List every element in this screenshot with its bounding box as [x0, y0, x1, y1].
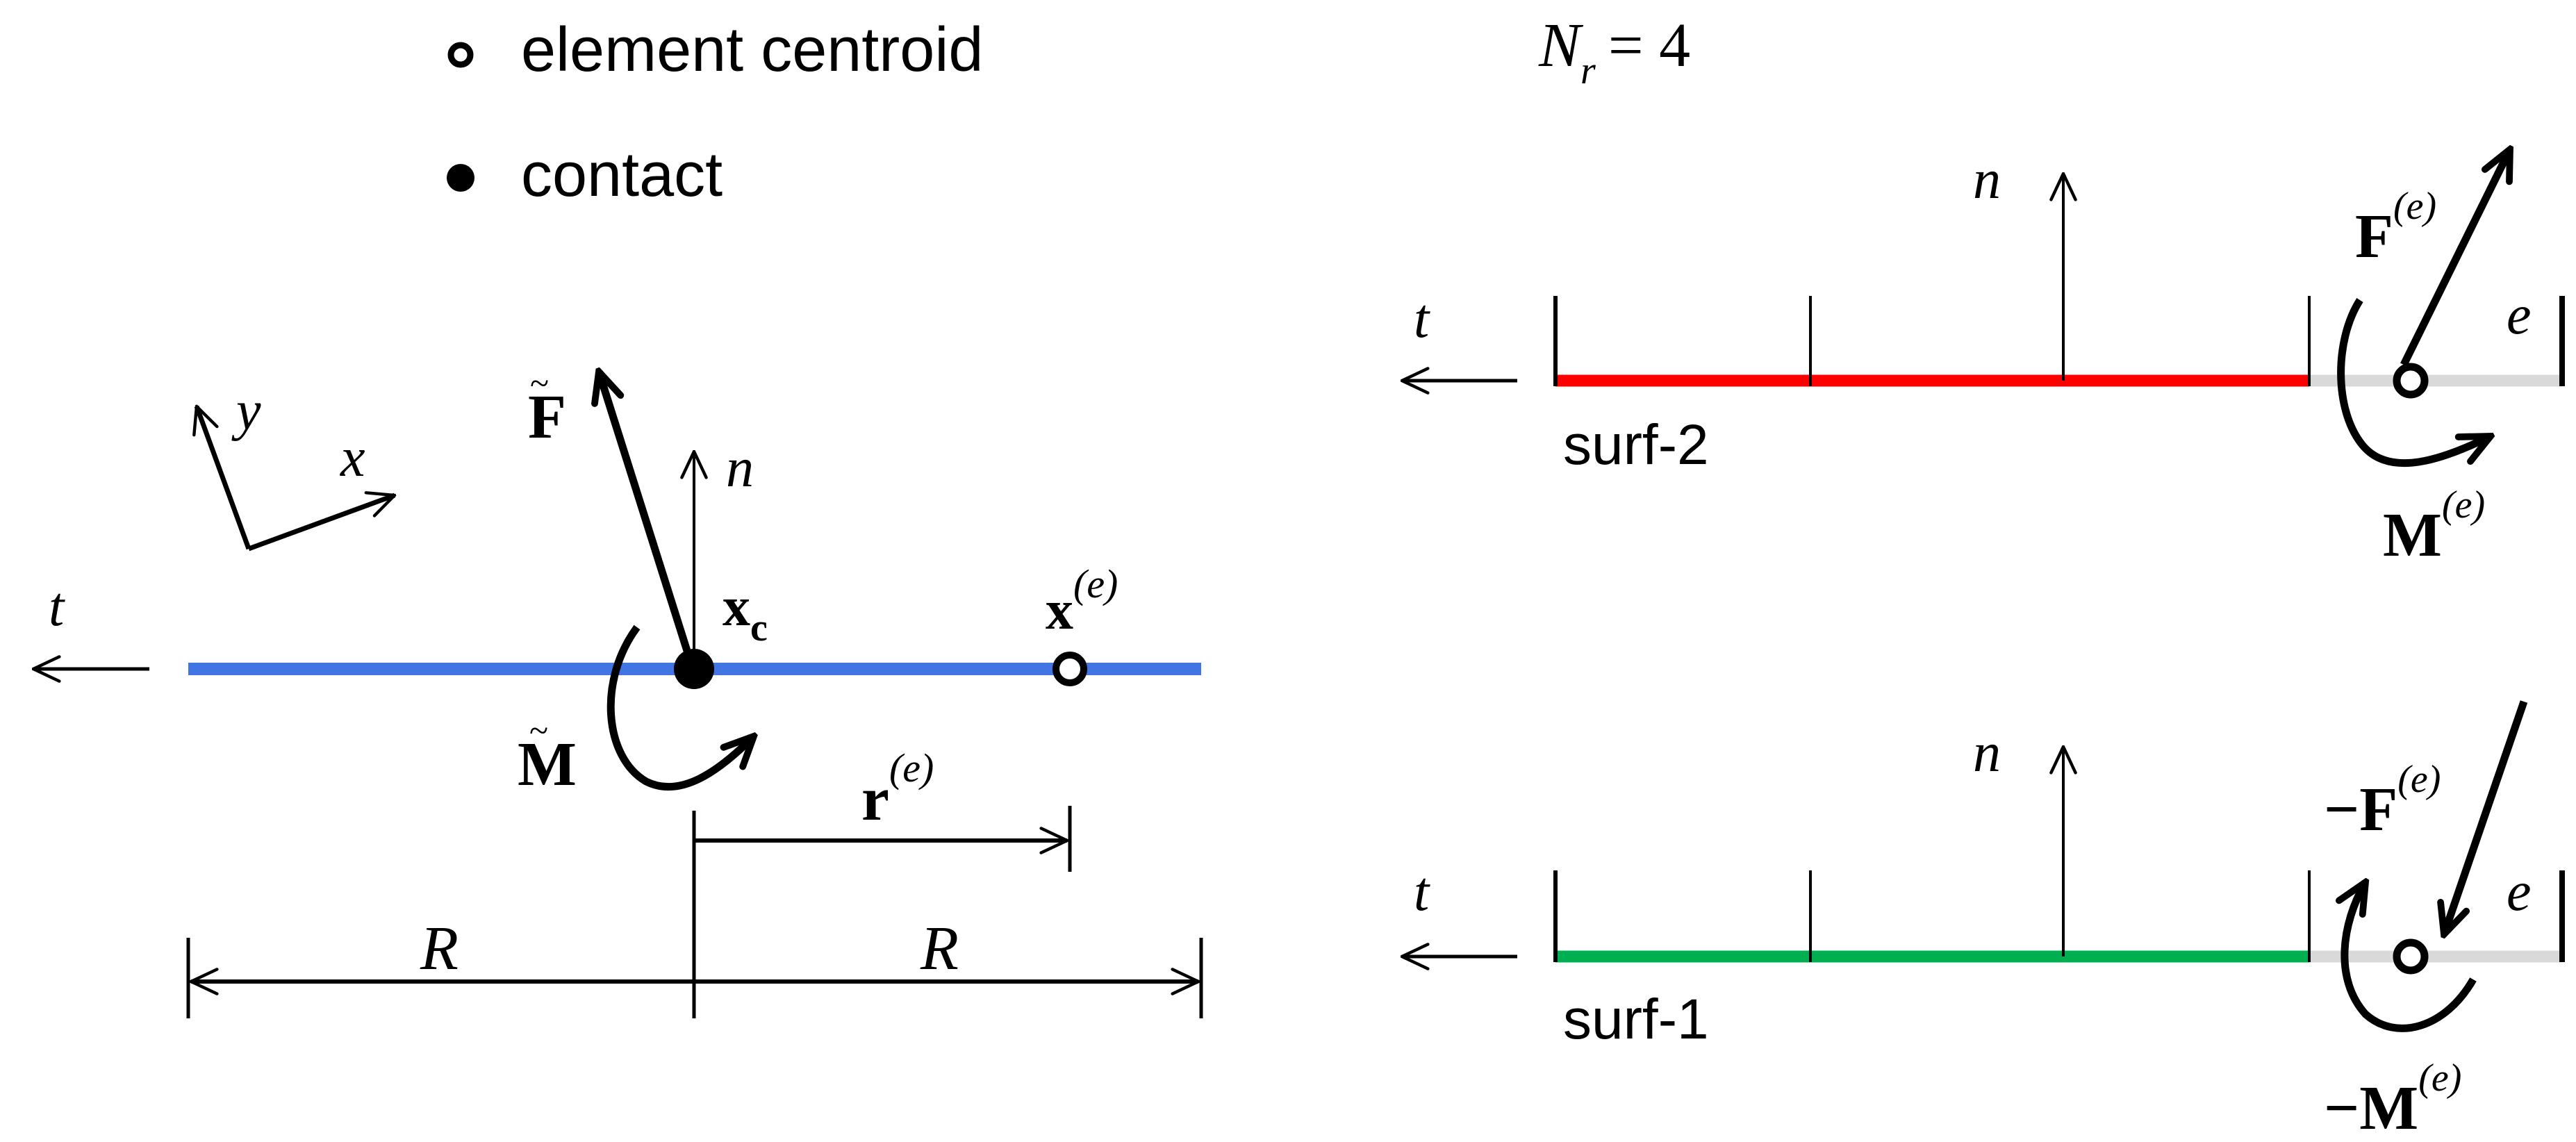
moment-accent: ~	[529, 711, 548, 750]
legend: element centroid contact	[447, 15, 983, 210]
y-axis-arrow	[197, 406, 251, 550]
centroid-label: x(e)	[1046, 561, 1118, 641]
R-label-right: R	[920, 914, 959, 983]
surf-2-label: surf-2	[1563, 413, 1709, 477]
contact-point	[674, 649, 714, 689]
legend-centroid-label: element centroid	[521, 15, 983, 85]
nr-label: Nr= 4	[1538, 11, 1690, 92]
element-moment-arrow	[2337, 298, 2491, 467]
axis-n-label: n	[726, 438, 754, 499]
element-moment-label-reversed: −M(e)	[2324, 1057, 2461, 1142]
axis-y-label: y	[231, 381, 261, 442]
contact-point-label: xc	[723, 577, 768, 649]
moment-label: M~	[518, 711, 577, 799]
axis-n-label-bottom: n	[1973, 722, 2001, 784]
element-label-top: e	[2507, 285, 2532, 346]
element-label-bottom: e	[2507, 861, 2532, 922]
element-force-arrow-reversed	[2444, 700, 2528, 934]
right-panel: Nr= 4 t n surf-2 e F(e) M(e) t	[1402, 11, 2565, 1142]
radius-vector-label: r(e)	[861, 745, 934, 834]
surf-2-group: t n surf-2 e F(e) M(e)	[1402, 149, 2565, 570]
left-panel: y x t n F~ M~ xc x(e) r(e) R R	[33, 363, 1203, 1018]
force-accent: ~	[530, 363, 549, 402]
moment-arrow	[606, 624, 754, 791]
element-moment-arrow-reversed	[2345, 882, 2477, 1032]
element-force-arrow	[2400, 149, 2510, 367]
moment-symbol: M	[518, 730, 577, 799]
R-label-left: R	[420, 914, 459, 983]
surf-1-label: surf-1	[1563, 988, 1709, 1051]
axis-t-label-top: t	[1414, 288, 1430, 349]
filled-dot-icon	[447, 164, 474, 192]
force-symbol: F	[528, 383, 566, 452]
force-label: F~	[528, 363, 566, 452]
element-centroid	[1052, 652, 1087, 686]
force-arrow	[599, 372, 692, 654]
surf-1-group: t n surf-1 e −F(e) −M(e)	[1402, 700, 2565, 1142]
axis-t-label-bottom: t	[1414, 861, 1430, 922]
axis-x-label: x	[340, 427, 365, 488]
axis-t-label: t	[49, 577, 65, 638]
element-centroid-top	[2393, 363, 2429, 399]
legend-contact-label: contact	[521, 140, 723, 210]
element-centroid-bottom	[2393, 938, 2429, 975]
x-axis-arrow	[247, 495, 395, 552]
element-force-label: F(e)	[2355, 185, 2436, 271]
open-circle-icon	[447, 42, 474, 68]
element-force-label-reversed: −F(e)	[2324, 758, 2441, 844]
axis-n-label-top: n	[1973, 149, 2001, 210]
element-moment-label: M(e)	[2383, 483, 2485, 570]
